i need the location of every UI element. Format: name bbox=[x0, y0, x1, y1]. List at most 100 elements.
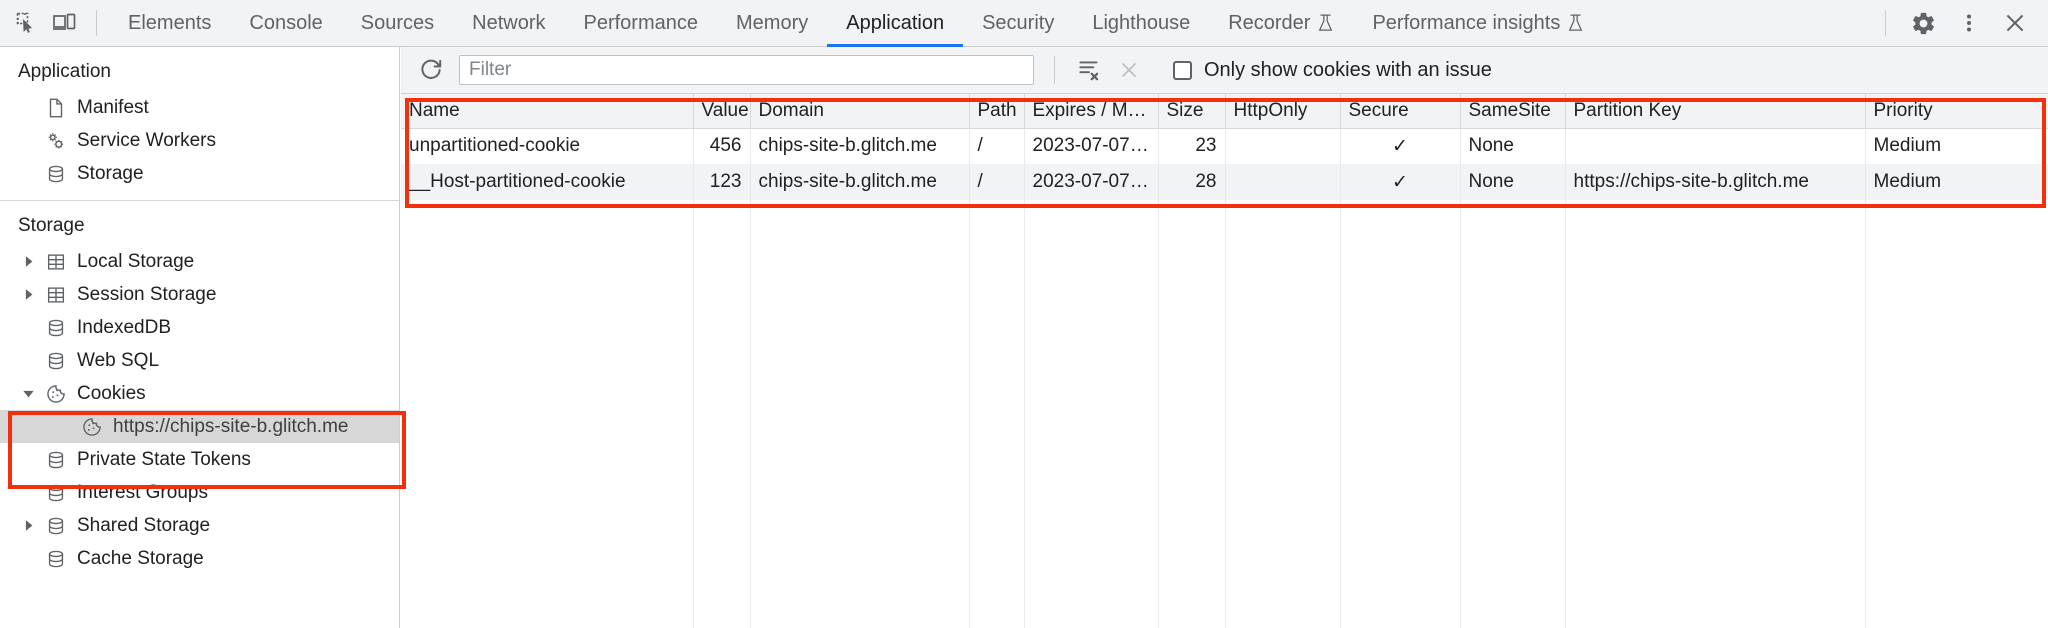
cookie-icon bbox=[78, 414, 106, 440]
cell-domain: chips-site-b.glitch.me bbox=[750, 128, 970, 164]
tab-memory[interactable]: Memory bbox=[717, 0, 827, 47]
experiment-flask-icon bbox=[1319, 14, 1333, 31]
filter-input[interactable] bbox=[459, 55, 1034, 85]
database-icon bbox=[42, 480, 70, 506]
sidebar-item-label: Web SQL bbox=[77, 349, 160, 371]
tab-network[interactable]: Network bbox=[453, 0, 564, 47]
sidebar-item-label: Cache Storage bbox=[77, 547, 204, 569]
sidebar-item-web-sql[interactable]: Web SQL bbox=[0, 344, 399, 377]
database-icon bbox=[42, 348, 70, 374]
sidebar-item-service-workers[interactable]: Service Workers bbox=[0, 124, 399, 157]
cell-priority: Medium bbox=[1865, 128, 2048, 164]
tab-elements[interactable]: Elements bbox=[109, 0, 230, 47]
sidebar-item-https-chips-site-b-glitch-me[interactable]: https://chips-site-b.glitch.me bbox=[0, 410, 399, 443]
column-header-path[interactable]: Path bbox=[969, 94, 1025, 129]
inspect-element-icon[interactable] bbox=[8, 4, 46, 42]
refresh-icon[interactable] bbox=[411, 50, 451, 90]
cell-size: 23 bbox=[1158, 128, 1226, 164]
column-header-priority[interactable]: Priority bbox=[1865, 94, 2048, 129]
chevron-down-icon[interactable] bbox=[22, 387, 42, 400]
tab-security[interactable]: Security bbox=[963, 0, 1073, 47]
table-icon bbox=[42, 282, 70, 308]
chevron-right-icon[interactable] bbox=[22, 519, 42, 532]
tab-sources[interactable]: Sources bbox=[342, 0, 453, 47]
sidebar-item-shared-storage[interactable]: Shared Storage bbox=[0, 509, 399, 542]
tab-label: Security bbox=[982, 11, 1055, 34]
delete-selected-icon[interactable] bbox=[1109, 50, 1149, 90]
table-icon bbox=[42, 249, 70, 275]
clear-all-cookies-icon[interactable] bbox=[1069, 50, 1109, 90]
tab-recorder[interactable]: Recorder bbox=[1209, 0, 1353, 47]
cookie-icon bbox=[42, 381, 70, 407]
tab-performance-insights[interactable]: Performance insights bbox=[1353, 0, 1603, 47]
tab-application[interactable]: Application bbox=[827, 0, 963, 47]
sidebar-item-label: Service Workers bbox=[77, 129, 217, 151]
cell-partitionkey bbox=[1565, 128, 1866, 164]
column-header-name[interactable]: Name bbox=[401, 94, 694, 129]
column-header-httponly[interactable]: HttpOnly bbox=[1225, 94, 1341, 129]
only-show-issues-checkbox[interactable]: Only show cookies with an issue bbox=[1173, 59, 1492, 82]
column-header-size[interactable]: Size bbox=[1158, 94, 1226, 129]
database-icon bbox=[42, 447, 70, 473]
tab-label: Application bbox=[846, 11, 945, 34]
column-header-value[interactable]: Value bbox=[693, 94, 751, 129]
database-icon bbox=[42, 315, 70, 341]
sidebar-item-cookies[interactable]: Cookies bbox=[0, 377, 399, 410]
cell-value: 456 bbox=[693, 128, 751, 164]
sidebar-item-label: Storage bbox=[77, 162, 144, 184]
sidebar-item-label: https://chips-site-b.glitch.me bbox=[113, 415, 349, 437]
column-header-samesite[interactable]: SameSite bbox=[1460, 94, 1566, 129]
sidebar-item-label: Interest Groups bbox=[77, 481, 208, 503]
device-toolbar-icon[interactable] bbox=[46, 4, 84, 42]
cell-expires: 2023-07-07… bbox=[1024, 128, 1159, 164]
chevron-right-icon[interactable] bbox=[22, 255, 42, 268]
column-header-domain[interactable]: Domain bbox=[750, 94, 970, 129]
sidebar-section-title: Storage bbox=[18, 215, 85, 236]
sidebar-item-local-storage[interactable]: Local Storage bbox=[0, 245, 399, 278]
sidebar-section-title: Application bbox=[18, 61, 111, 82]
sidebar-item-indexeddb[interactable]: IndexedDB bbox=[0, 311, 399, 344]
tab-console[interactable]: Console bbox=[230, 0, 341, 47]
tab-label: Sources bbox=[360, 11, 435, 34]
database-icon bbox=[42, 513, 70, 539]
chevron-right-icon[interactable] bbox=[22, 288, 42, 301]
column-header-expires-m[interactable]: Expires / M… bbox=[1024, 94, 1159, 129]
column-header-secure[interactable]: Secure bbox=[1340, 94, 1461, 129]
tab-performance[interactable]: Performance bbox=[565, 0, 718, 47]
sidebar-item-manifest[interactable]: Manifest bbox=[0, 91, 399, 124]
sidebar-item-interest-groups[interactable]: Interest Groups bbox=[0, 476, 399, 509]
more-vertical-icon[interactable] bbox=[1946, 4, 1992, 42]
cell-path: / bbox=[969, 128, 1025, 164]
tab-label: Lighthouse bbox=[1092, 11, 1191, 34]
tab-label: Console bbox=[249, 11, 323, 34]
sidebar-item-session-storage[interactable]: Session Storage bbox=[0, 278, 399, 311]
filter-divider bbox=[1054, 56, 1055, 84]
checkbox-box[interactable] bbox=[1173, 60, 1192, 80]
column-header-partition-key[interactable]: Partition Key bbox=[1565, 94, 1866, 129]
cell-httponly bbox=[1225, 128, 1341, 164]
sidebar-item-private-state-tokens[interactable]: Private State Tokens bbox=[0, 443, 399, 476]
sidebar-item-cache-storage[interactable]: Cache Storage bbox=[0, 542, 399, 575]
cell-name: __Host-partitioned-cookie bbox=[401, 164, 694, 200]
tab-lighthouse[interactable]: Lighthouse bbox=[1073, 0, 1209, 47]
sidebar-item-storage[interactable]: Storage bbox=[0, 157, 399, 190]
sidebar-item-label: Shared Storage bbox=[77, 514, 211, 536]
cell-secure: ✓ bbox=[1340, 164, 1461, 200]
gears-icon bbox=[42, 128, 70, 154]
cell-secure: ✓ bbox=[1340, 128, 1461, 164]
close-icon[interactable] bbox=[1992, 4, 2038, 42]
tab-label: Performance insights bbox=[1372, 11, 1561, 34]
gear-icon[interactable] bbox=[1900, 4, 1946, 42]
sidebar-item-label: Cookies bbox=[77, 382, 146, 404]
cell-domain: chips-site-b.glitch.me bbox=[750, 164, 970, 200]
